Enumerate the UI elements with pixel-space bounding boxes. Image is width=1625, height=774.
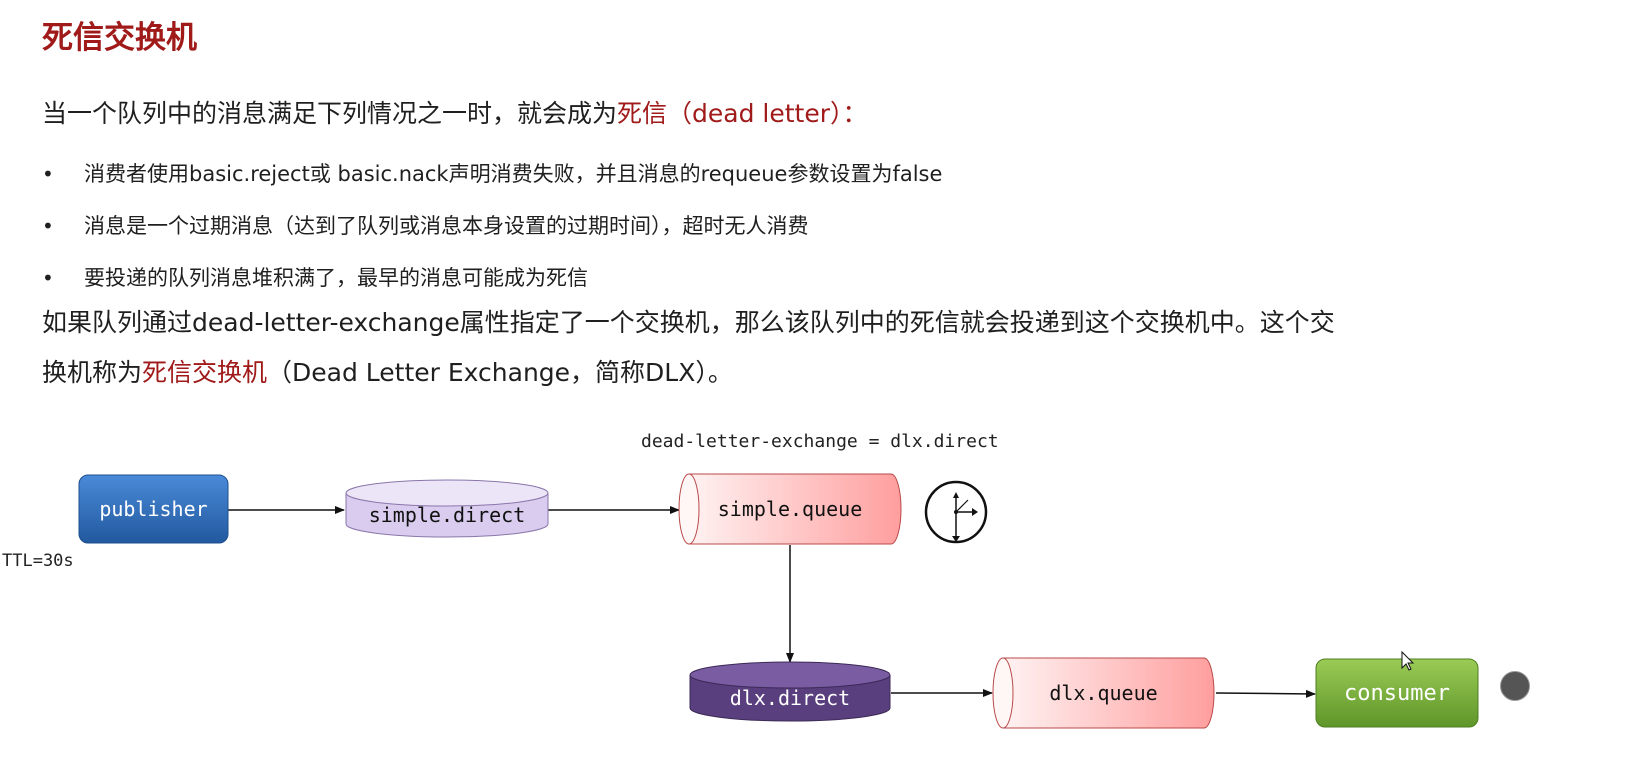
bullet-icon: • (42, 162, 54, 186)
arrow-dlx-queue-to-consumer (1215, 689, 1316, 698)
dlx-direct-label: dlx.direct (729, 686, 851, 710)
consumer-label: consumer (1344, 680, 1450, 706)
simple-direct-label: simple.direct (368, 503, 526, 527)
dlx-direct-node (689, 661, 891, 722)
screen-recorder-dot-icon (1500, 671, 1530, 701)
list-item: • 消费者使用basic.reject或 basic.nack声明消费失败，并且消… (42, 149, 942, 201)
intro-prefix: 当一个队列中的消息满足下列情况之一时，就会成为 (42, 99, 618, 128)
condition-text: 消息是一个过期消息（达到了队列或消息本身设置的过期时间），超时无人消费 (84, 214, 809, 238)
simple-queue-label: simple.queue (717, 497, 863, 521)
intro-paragraph: 当一个队列中的消息满足下列情况之一时，就会成为死信（dead letter）： (42, 88, 868, 140)
condition-text: 消费者使用basic.reject或 basic.nack声明消费失败，并且消息… (84, 162, 943, 186)
timer-icon (924, 480, 988, 544)
intro-highlight: 死信（dead letter）： (617, 99, 868, 128)
dlx-paragraph-line1: 如果队列通过dead-letter-exchange属性指定了一个交换机，那么该… (42, 308, 1335, 337)
consumer-node (1315, 658, 1479, 728)
dlx-queue-label: dlx.queue (1049, 681, 1158, 705)
dlx-line2-suffix: （Dead Letter Exchange，简称DLX）。 (267, 358, 733, 387)
list-item: • 消息是一个过期消息（达到了队列或消息本身设置的过期时间），超时无人消费 (42, 201, 942, 253)
dlx-line2-highlight: 死信交换机 (142, 358, 268, 387)
dlx-queue-node (992, 657, 1215, 729)
publisher-label: publisher (99, 497, 208, 521)
list-item: • 要投递的队列消息堆积满了，最早的消息可能成为死信 (42, 253, 942, 305)
page-title: 死信交换机 (42, 20, 197, 56)
dlx-config-label: dead-letter-exchange = dlx.direct (641, 431, 999, 452)
ttl-label: TTL=30s (2, 551, 74, 571)
dlx-line2-prefix: 换机称为 (42, 358, 143, 387)
bullet-icon: • (42, 214, 54, 238)
condition-list: • 消费者使用basic.reject或 basic.nack声明消费失败，并且消… (42, 149, 942, 305)
dlx-paragraph-line2: 换机称为死信交换机（Dead Letter Exchange，简称DLX）。 (42, 347, 733, 399)
mouse-cursor-icon (1401, 650, 1415, 671)
simple-queue-node (678, 473, 902, 545)
bullet-icon: • (42, 266, 54, 290)
simple-direct-node (345, 479, 549, 538)
condition-text: 要投递的队列消息堆积满了，最早的消息可能成为死信 (84, 266, 588, 290)
publisher-node (78, 474, 229, 544)
